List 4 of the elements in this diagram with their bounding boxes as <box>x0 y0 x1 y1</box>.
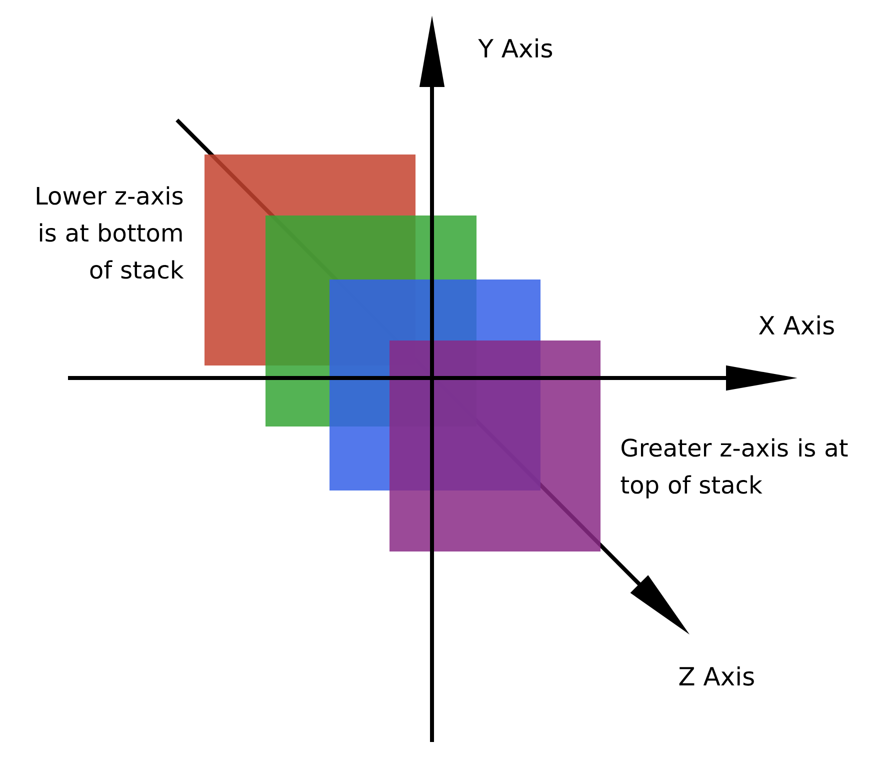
axis-label: Z Axis <box>679 666 754 686</box>
axis-label: Y Axis <box>478 38 552 58</box>
axis-label: X Axis <box>758 315 834 335</box>
square <box>390 340 600 552</box>
